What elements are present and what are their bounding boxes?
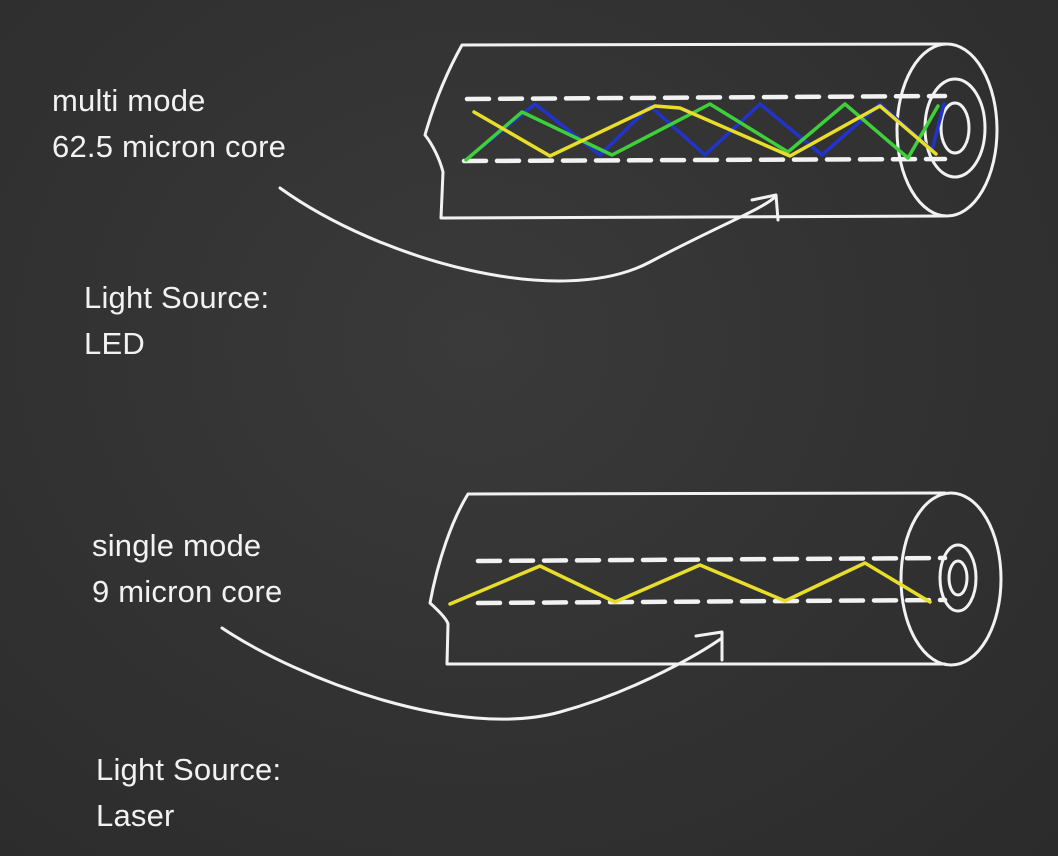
- multimode-rays: [464, 102, 946, 162]
- multimode-cladding-ring: [923, 77, 987, 179]
- multimode-ray-yellow: [472, 104, 938, 158]
- singlemode-cladding-ring: [938, 543, 978, 613]
- singlemode-core-label: 9 micron core: [92, 574, 283, 609]
- multimode-callout-arrow: [278, 186, 780, 283]
- multimode-source-label: Light Source:: [84, 280, 270, 315]
- singlemode-source-value: Laser: [96, 798, 175, 833]
- multimode-core-label: 62.5 micron core: [52, 129, 287, 164]
- multimode-fiber-body: [423, 42, 947, 220]
- singlemode-title: single mode 9 micron core: [92, 523, 282, 615]
- multimode-light-source: Light Source: LED: [84, 275, 269, 367]
- singlemode-core-bottom-boundary: [475, 597, 948, 606]
- singlemode-source-label: Light Source:: [96, 752, 282, 787]
- singlemode-core-ring: [947, 559, 969, 597]
- singlemode-ray-yellow: [448, 561, 932, 606]
- multimode-source-value: LED: [84, 326, 145, 361]
- singlemode-light-source: Light Source: Laser: [96, 747, 281, 839]
- multimode-mode-label: multi mode: [52, 83, 206, 118]
- multimode-core-ring: [939, 101, 971, 155]
- multimode-core-top-boundary: [464, 93, 948, 102]
- singlemode-fiber: [428, 491, 1003, 667]
- multimode-core-bottom-boundary: [461, 156, 948, 164]
- singlemode-mode-label: single mode: [92, 528, 262, 563]
- singlemode-core-top-boundary: [475, 555, 948, 564]
- singlemode-callout-arrow: [220, 626, 724, 721]
- multimode-fiber-end: [895, 42, 999, 218]
- multimode-ray-green: [464, 102, 940, 162]
- multimode-fiber: [423, 42, 999, 220]
- multimode-title: multi mode 62.5 micron core: [52, 78, 286, 170]
- singlemode-fiber-end: [899, 491, 1003, 667]
- singlemode-fiber-body: [428, 491, 947, 666]
